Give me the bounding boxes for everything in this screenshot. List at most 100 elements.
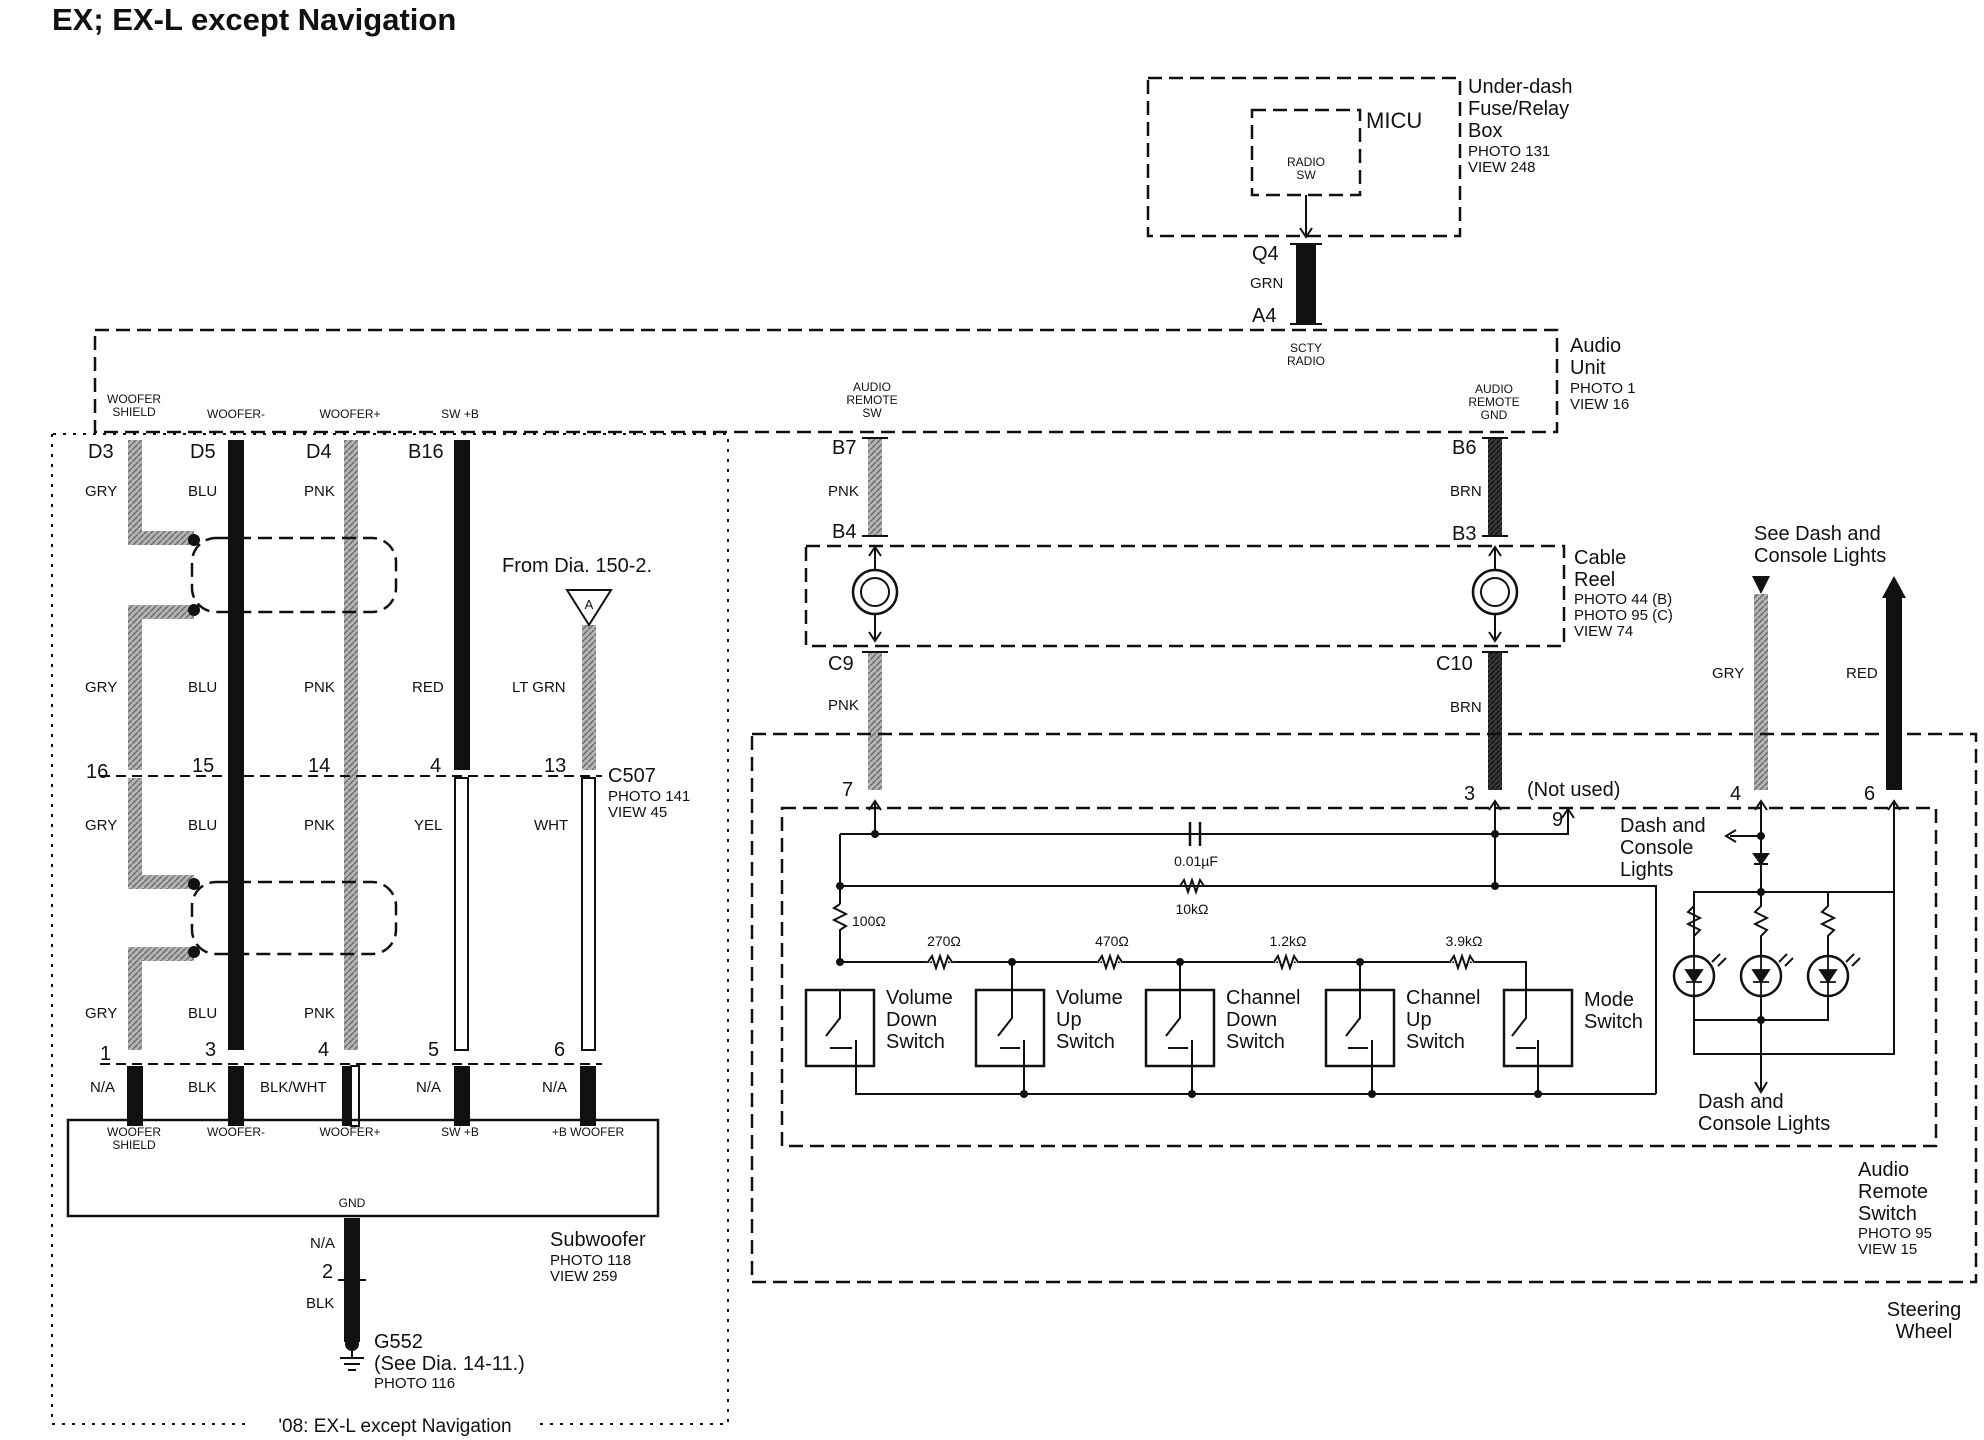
option-box: '08: EX-L except Navigation (51, 433, 729, 1437)
steering-wheel-label: Steering (1887, 1299, 1962, 1321)
svg-text:BLU: BLU (188, 483, 217, 500)
svg-text:270Ω: 270Ω (927, 933, 961, 949)
svg-text:Switch: Switch (1858, 1203, 1917, 1225)
svg-text:LT GRN: LT GRN (512, 679, 566, 696)
svg-text:BLU: BLU (188, 679, 217, 696)
fuse-relay-box: MICU RADIO SW Under-dash Fuse/Relay Box … (1146, 76, 1573, 239)
svg-text:RED: RED (1846, 665, 1878, 682)
svg-text:VIEW 248: VIEW 248 (1468, 159, 1536, 176)
svg-text:B6: B6 (1452, 437, 1476, 459)
svg-text:PNK: PNK (304, 817, 335, 834)
svg-text:Reel: Reel (1574, 569, 1615, 591)
svg-text:GRY: GRY (85, 483, 117, 500)
svg-text:A4: A4 (1252, 305, 1276, 327)
svg-text:SW +B: SW +B (441, 407, 479, 421)
svg-text:PHOTO 95: PHOTO 95 (1858, 1225, 1932, 1242)
svg-text:PHOTO 131: PHOTO 131 (1468, 143, 1550, 160)
svg-text:VIEW 74: VIEW 74 (1574, 623, 1633, 640)
svg-text:4: 4 (430, 755, 441, 777)
svg-text:Channel: Channel (1226, 987, 1301, 1009)
svg-text:13: 13 (544, 755, 566, 777)
svg-text:3.9kΩ: 3.9kΩ (1446, 933, 1483, 949)
svg-text:Console Lights: Console Lights (1698, 1113, 1830, 1135)
svg-text:BLK/WHT: BLK/WHT (260, 1079, 327, 1096)
svg-text:B7: B7 (832, 437, 856, 459)
svg-text:N/A: N/A (310, 1235, 335, 1252)
svg-text:Dash and: Dash and (1620, 815, 1706, 837)
svg-text:B3: B3 (1452, 523, 1476, 545)
svg-text:A: A (585, 597, 594, 612)
svg-text:1: 1 (100, 1043, 111, 1065)
svg-text:Mode: Mode (1584, 989, 1634, 1011)
c507-label: C507 (608, 765, 656, 787)
svg-text:D4: D4 (306, 441, 332, 463)
svg-text:Volume: Volume (1056, 987, 1123, 1009)
svg-text:GRY: GRY (85, 679, 117, 696)
subwoofer-label: Subwoofer (550, 1229, 646, 1251)
svg-text:BLK: BLK (188, 1079, 216, 1096)
grn-wire: Q4 GRN A4 (1250, 243, 1322, 327)
svg-text:PNK: PNK (828, 483, 859, 500)
svg-text:Console: Console (1620, 837, 1693, 859)
svg-text:Dash and: Dash and (1698, 1091, 1784, 1113)
svg-text:SHIELD: SHIELD (112, 1138, 156, 1152)
svg-text:(Not used): (Not used) (1527, 779, 1620, 801)
svg-text:PHOTO 1: PHOTO 1 (1570, 380, 1636, 397)
svg-text:BLK: BLK (306, 1295, 334, 1312)
option-note: '08: EX-L except Navigation (278, 1416, 511, 1437)
svg-text:C9: C9 (828, 653, 854, 675)
svg-text:D5: D5 (190, 441, 216, 463)
svg-text:Console Lights: Console Lights (1754, 545, 1886, 567)
page-title: EX; EX-L except Navigation (52, 2, 456, 37)
svg-text:1.2kΩ: 1.2kΩ (1270, 933, 1307, 949)
svg-text:Volume: Volume (886, 987, 953, 1009)
svg-text:Switch: Switch (1226, 1031, 1285, 1053)
svg-text:PNK: PNK (828, 697, 859, 714)
from-dia-label: From Dia. 150-2. (502, 555, 652, 577)
svg-text:VIEW 45: VIEW 45 (608, 804, 667, 821)
ground-g552: G552 (374, 1331, 423, 1353)
svg-text:WOOFER+: WOOFER+ (319, 1125, 380, 1139)
svg-text:GRY: GRY (85, 817, 117, 834)
svg-text:Remote: Remote (1858, 1181, 1928, 1203)
svg-text:100Ω: 100Ω (852, 913, 886, 929)
micu-label: MICU (1366, 108, 1422, 133)
svg-text:Switch: Switch (1056, 1031, 1115, 1053)
svg-text:PNK: PNK (304, 1005, 335, 1022)
svg-text:See Dash and: See Dash and (1754, 523, 1881, 545)
fuse-box-label: Under-dash (1468, 76, 1573, 98)
svg-text:Lights: Lights (1620, 859, 1673, 881)
svg-text:SW +B: SW +B (441, 1125, 479, 1139)
svg-text:Switch: Switch (886, 1031, 945, 1053)
svg-text:Fuse/Relay: Fuse/Relay (1468, 98, 1569, 120)
svg-text:470Ω: 470Ω (1095, 933, 1129, 949)
svg-text:AUDIO: AUDIO (1475, 382, 1513, 396)
svg-text:14: 14 (308, 755, 330, 777)
cable-reel: B7 PNK B4 B6 BRN B3 Cable Reel PHOTO 44 … (804, 437, 1673, 790)
svg-text:BLU: BLU (188, 1005, 217, 1022)
svg-text:15: 15 (192, 755, 214, 777)
svg-text:Q4: Q4 (1252, 243, 1279, 265)
svg-text:7: 7 (842, 779, 853, 801)
dash-light-feeds: See Dash and Console Lights GRY RED (1712, 523, 1906, 790)
svg-text:Down: Down (886, 1009, 937, 1031)
svg-text:N/A: N/A (416, 1079, 441, 1096)
svg-text:WHT: WHT (534, 817, 568, 834)
svg-text:GRY: GRY (85, 1005, 117, 1022)
svg-text:BRN: BRN (1450, 699, 1482, 716)
svg-text:5: 5 (428, 1039, 439, 1061)
steering-wheel: Steering Wheel (750, 732, 1978, 1343)
svg-text:B16: B16 (408, 441, 444, 463)
svg-text:PHOTO 95 (C): PHOTO 95 (C) (1574, 607, 1673, 624)
svg-text:AUDIO: AUDIO (853, 380, 891, 394)
svg-text:WOOFER+: WOOFER+ (319, 407, 380, 421)
svg-text:YEL: YEL (414, 817, 442, 834)
svg-text:Down: Down (1226, 1009, 1277, 1031)
svg-text:WOOFER-: WOOFER- (207, 1125, 265, 1139)
svg-text:4: 4 (1730, 783, 1741, 805)
svg-text:SCTY: SCTY (1290, 341, 1322, 355)
svg-text:VIEW 15: VIEW 15 (1858, 1241, 1917, 1258)
svg-text:PHOTO 141: PHOTO 141 (608, 788, 690, 805)
woofer-wires: D3 D5 D4 B16 GRY BLU PNK GRY BLU PNK RED… (85, 440, 690, 1127)
